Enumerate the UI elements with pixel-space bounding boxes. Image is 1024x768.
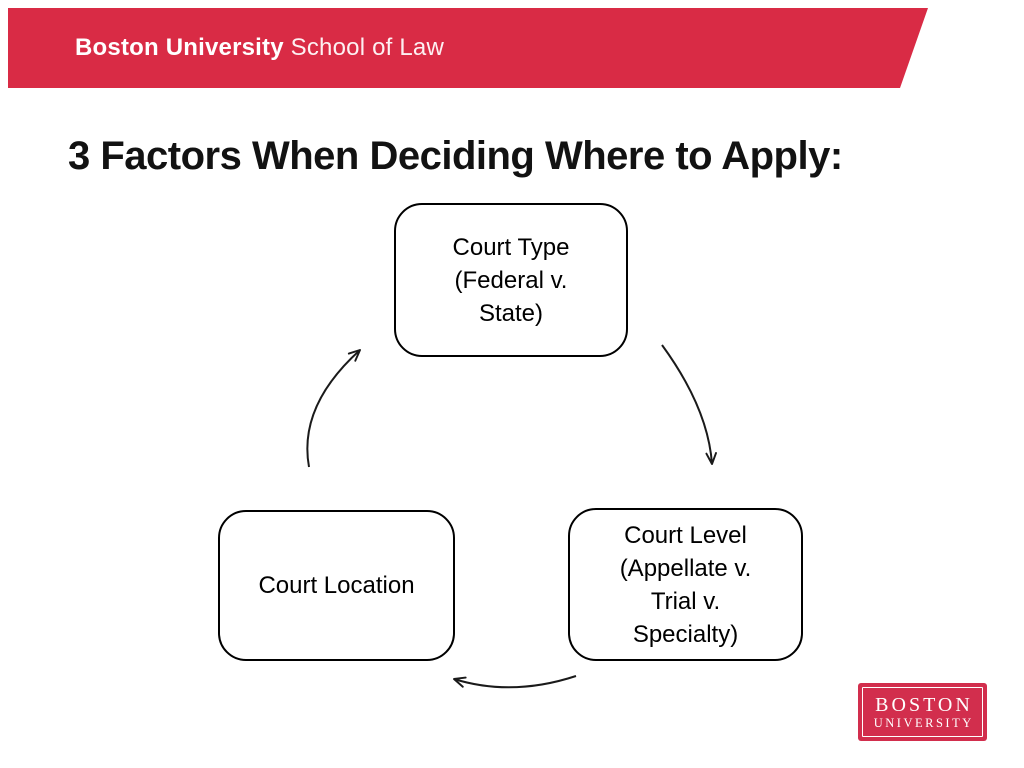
bu-logo-university: UNIVERSITY xyxy=(873,715,974,730)
header-school-name: School of Law xyxy=(283,34,445,61)
page-title: 3 Factors When Deciding Where to Apply: xyxy=(68,134,843,178)
node-court-level-line: Trial v. xyxy=(650,587,721,615)
node-court-type: Court Type (Federal v. State) xyxy=(394,203,628,357)
arrow-court-location-to-court-type xyxy=(306,349,361,468)
bu-logo-frame: BOSTON UNIVERSITY xyxy=(862,687,983,737)
node-court-level: Court Level (Appellate v. Trial v. Speci… xyxy=(568,508,803,661)
node-court-level-line: Specialty) xyxy=(632,620,739,648)
node-court-level-line: (Appellate v. xyxy=(619,554,752,582)
node-court-type-line: (Federal v. xyxy=(454,266,568,294)
header-brand-name: Boston University xyxy=(75,34,284,61)
arrow-court-type-to-court-level xyxy=(661,344,718,465)
arrow-court-level-to-court-location xyxy=(453,675,577,689)
node-court-location-line: Court Location xyxy=(258,572,415,599)
header-banner: Boston University School of Law xyxy=(8,8,928,88)
node-court-level-line: Court Level xyxy=(624,521,747,549)
node-court-location: Court Location xyxy=(218,510,455,661)
node-court-type-line: Court Type xyxy=(452,233,570,261)
node-court-type-line: State) xyxy=(478,299,544,327)
bu-logo-boston: BOSTON xyxy=(875,693,973,716)
bu-logo: BOSTON UNIVERSITY xyxy=(858,683,987,741)
